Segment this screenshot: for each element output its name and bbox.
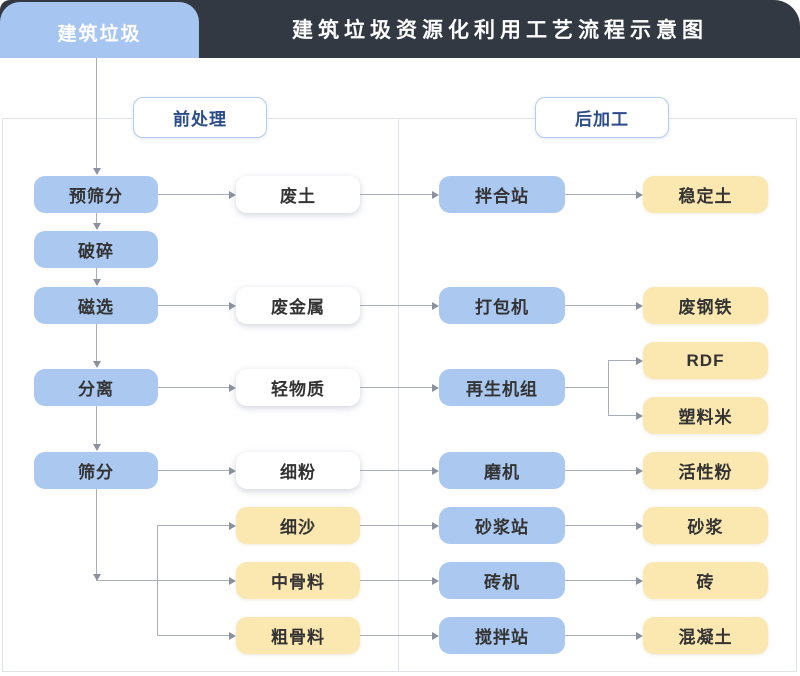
source-node-construction-waste: 建筑垃圾 <box>0 2 199 58</box>
diagram-frame <box>2 118 797 672</box>
section-label-pre-processing: 前处理 <box>133 97 267 138</box>
section-label-post-processing: 后加工 <box>535 97 669 138</box>
diagram-title: 建筑垃圾资源化利用工艺流程示意图 <box>292 19 708 42</box>
section-divider-line <box>398 119 399 671</box>
